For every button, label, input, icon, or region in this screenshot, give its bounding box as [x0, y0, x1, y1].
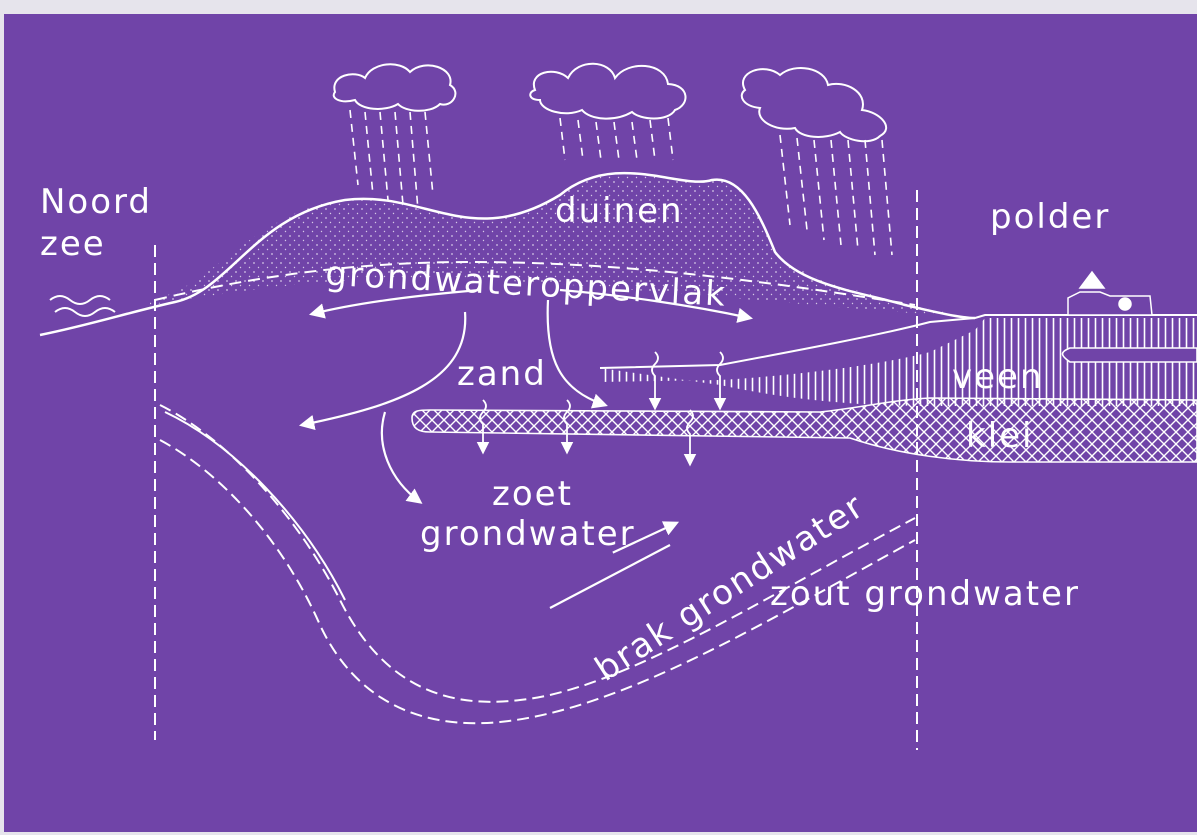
label-zoet-line2: grondwater — [420, 514, 636, 554]
label-noordzee-line1: Noord — [40, 182, 152, 222]
label-noordzee-line2: zee — [40, 224, 106, 264]
label-duinen: duinen — [555, 191, 684, 231]
label-zoet-line1: zoet — [492, 474, 573, 514]
label-polder: polder — [990, 197, 1110, 237]
polder-ditch — [1063, 348, 1197, 362]
label-zout-grondwater: zout grondwater — [770, 574, 1080, 614]
label-veen: veen — [952, 357, 1044, 397]
label-klei: klei — [966, 416, 1034, 456]
label-zand: zand — [457, 354, 547, 394]
